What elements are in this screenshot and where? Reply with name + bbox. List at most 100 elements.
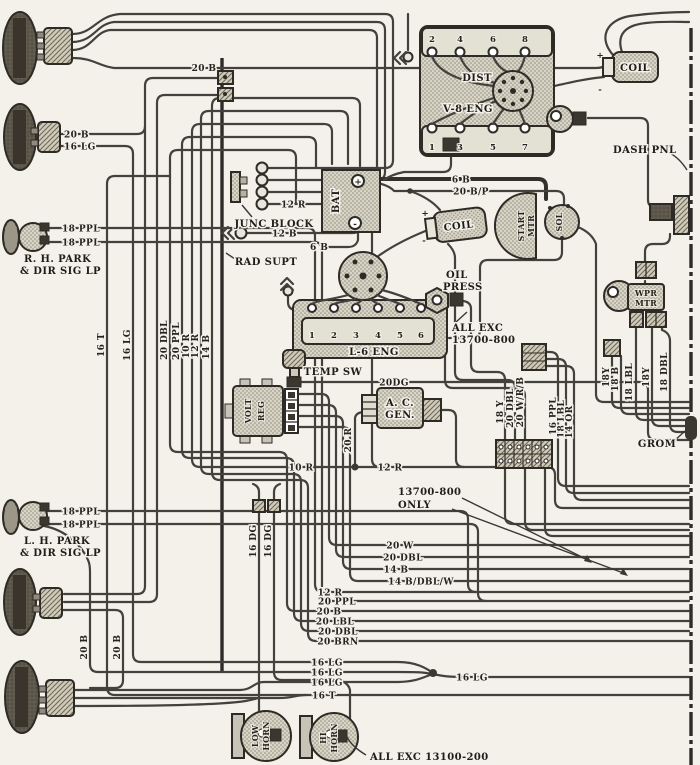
wire-label: 20 DBL [318, 628, 358, 638]
junc-block-label: JUNC BLOCK [234, 219, 314, 230]
ground-engine-v8 [392, 50, 414, 66]
wire-label: 18 LBL [625, 363, 635, 402]
battery-positive-terminal [351, 174, 365, 188]
ground-terminal-12b [220, 225, 248, 241]
junction-dot-16lg [429, 669, 437, 677]
headlamp-connector [37, 121, 61, 153]
battery-plus: + [354, 178, 361, 188]
coil-top-label: COIL [620, 63, 650, 74]
coil-top-plus: + [596, 51, 603, 61]
wire-label: 20 PPL [318, 598, 356, 608]
wire-label: 20 BRN [317, 638, 358, 648]
wire-label: 20 B [113, 635, 123, 660]
wire-label: 18 PPL [62, 508, 100, 518]
pointer-lines [225, 151, 688, 756]
gen-right-connector [422, 398, 442, 422]
harness-wires [42, 10, 691, 733]
volt-reg-label-1: VOLT [243, 399, 253, 425]
wire-label: 18 Y [496, 400, 506, 424]
dash-pnl-label: DASH PNL [613, 145, 676, 156]
wire-label: 18 LBL [557, 400, 567, 439]
ac-gen-label-1: A. C. [385, 398, 414, 409]
wire-label: 12 R [318, 589, 343, 599]
wire-label: 18 PPL [62, 521, 100, 531]
starter-motor [493, 192, 580, 260]
wpr-mtr-label-2: MTR [635, 298, 657, 308]
grommet [685, 416, 697, 440]
wire-label: 16 T [312, 692, 336, 702]
dash-connector-a [673, 195, 690, 235]
wire-label: 20 LBL [316, 618, 355, 628]
lh-park-label-2: & DIR SIG LP [20, 548, 101, 559]
horn-connectors-16dg [252, 499, 281, 513]
l6-plug-num: 6 [418, 331, 424, 341]
inline-connector-pair-top [217, 70, 234, 102]
battery-minus: - [353, 220, 357, 230]
dash-connector-b [649, 203, 673, 221]
wire-label: 14 B [384, 566, 409, 576]
v8-plug1-connector [442, 137, 460, 152]
wire-label: 6 B [310, 243, 328, 253]
headlamp-connector [39, 587, 63, 619]
ac-generator [361, 387, 442, 429]
park-lamp-lh [2, 499, 50, 535]
low-horn-label-2: HORN [261, 721, 271, 750]
coil-mid-minus: - [422, 236, 426, 246]
v8-eng-label: V-8 ENG [442, 104, 493, 115]
coil-mid [423, 206, 488, 243]
wire-label: 10 R [289, 464, 314, 474]
lh-park-label-1: L. H. PARK [24, 536, 90, 547]
ring-terminal [255, 173, 269, 187]
v8-temp-sender [546, 105, 587, 133]
headlamp-connector [45, 679, 75, 717]
temp-switch [282, 349, 306, 388]
park-lamp-rh [2, 219, 50, 255]
wire-label: 20 B [64, 131, 89, 141]
v8-plug-num: 1 [429, 143, 435, 153]
wiper-motor [603, 261, 667, 357]
l6-plug-num: 3 [353, 331, 359, 341]
bulkhead-connector-12pin [495, 439, 553, 469]
park-lens [2, 219, 20, 255]
hi-horn-label-1: HI [318, 732, 328, 744]
wire-label: 14 OR [565, 405, 575, 438]
volt-reg-label-2: REG [256, 401, 266, 421]
wire-label: 12 R [281, 201, 306, 211]
start-mtr-label-1: START [516, 211, 526, 242]
wire-label: 20 DBL [160, 320, 170, 360]
rad-supt-label: RAD SUPT [235, 257, 297, 268]
wire-label: 12 B [272, 230, 297, 240]
wire-label: 18Y [642, 367, 652, 387]
wire-label: 16 LG [456, 674, 488, 684]
temp-sw-label: TEMP SW [304, 367, 363, 378]
wire-label: 20 DBL [506, 388, 516, 428]
coil-top-minus: - [598, 85, 602, 95]
headlamp-rh-outer [2, 11, 73, 85]
sol-label: SOL [554, 212, 564, 231]
oil-press-label-1: OIL [446, 270, 468, 281]
wire-label: 16 PPL [549, 397, 559, 435]
wire-label: 18Y [602, 367, 612, 387]
note-all-exc-13100: ALL EXC 13100-200 [369, 752, 489, 763]
wire-label: 20 DBL [383, 554, 423, 564]
wire-label: 6 B [452, 176, 470, 186]
hi-horn [299, 712, 359, 762]
wire-label: 18 PPL [62, 239, 100, 249]
l6-eng-label: L-6 ENG [349, 347, 399, 358]
low-horn-label-1: LOW [250, 724, 260, 747]
inline-connector-trio [521, 343, 547, 371]
wire-label: 20 B/P [453, 188, 489, 198]
wire-label: 18 DBL [660, 352, 670, 392]
headlamp-lh-inner [3, 568, 63, 636]
ring-terminal [255, 197, 269, 211]
wire-label: 10 R [182, 334, 192, 359]
wire-label: 16 LG [64, 143, 96, 153]
headlamp-connector [43, 27, 73, 65]
junction-dot-coil [407, 188, 413, 194]
wire-label: 20 W [386, 542, 414, 552]
wire-label: 20 B [192, 64, 217, 74]
note-only-13700-1: 13700-800 [398, 487, 461, 498]
rh-park-label-1: R. H. PARK [24, 254, 91, 265]
